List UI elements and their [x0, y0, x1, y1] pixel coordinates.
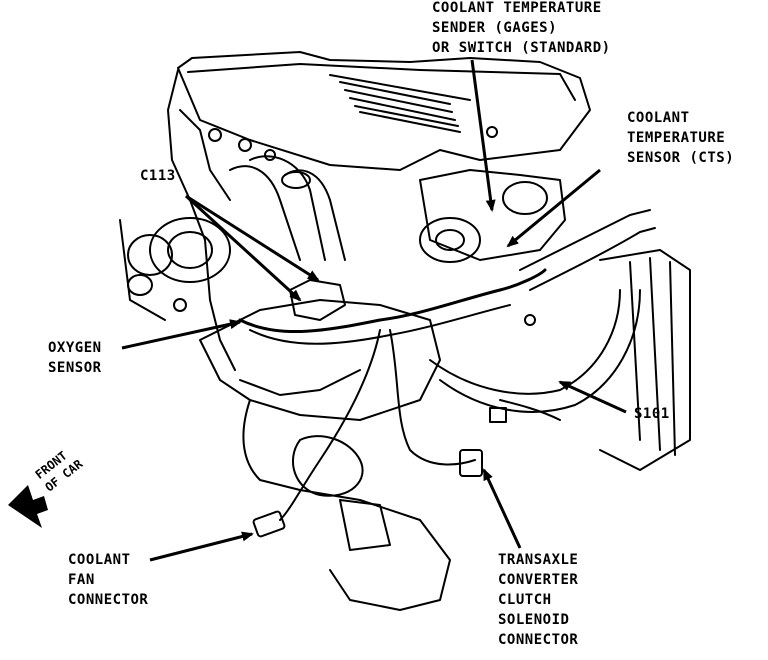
- leader-lines: [121, 59, 627, 562]
- cts-leader: [506, 168, 601, 248]
- cts-label: COOLANT TEMPERATURE SENSOR (CTS): [627, 110, 735, 166]
- transaxle-leader: [482, 468, 522, 549]
- s101-label: S101: [634, 406, 670, 422]
- oxygen-sensor-label: OXYGEN SENSOR: [48, 340, 102, 376]
- coolant-temp-sender-label: COOLANT TEMPERATURE SENDER (GAGES) OR SW…: [432, 0, 611, 56]
- transaxle-connector-label: TRANSAXLE CONVERTER CLUTCH SOLENOID CONN…: [498, 552, 579, 648]
- coolant-fan-connector-label: COOLANT FAN CONNECTOR: [68, 552, 149, 608]
- front-arrow-icon: [8, 485, 48, 528]
- c113-leader-a: [185, 194, 320, 282]
- oxygen-leader: [121, 319, 242, 350]
- fan-connector-leader: [149, 531, 254, 562]
- c113-label: C113: [140, 168, 176, 184]
- s101-leader: [558, 380, 627, 414]
- c113-leader-b: [184, 194, 302, 302]
- sender-leader: [470, 59, 496, 212]
